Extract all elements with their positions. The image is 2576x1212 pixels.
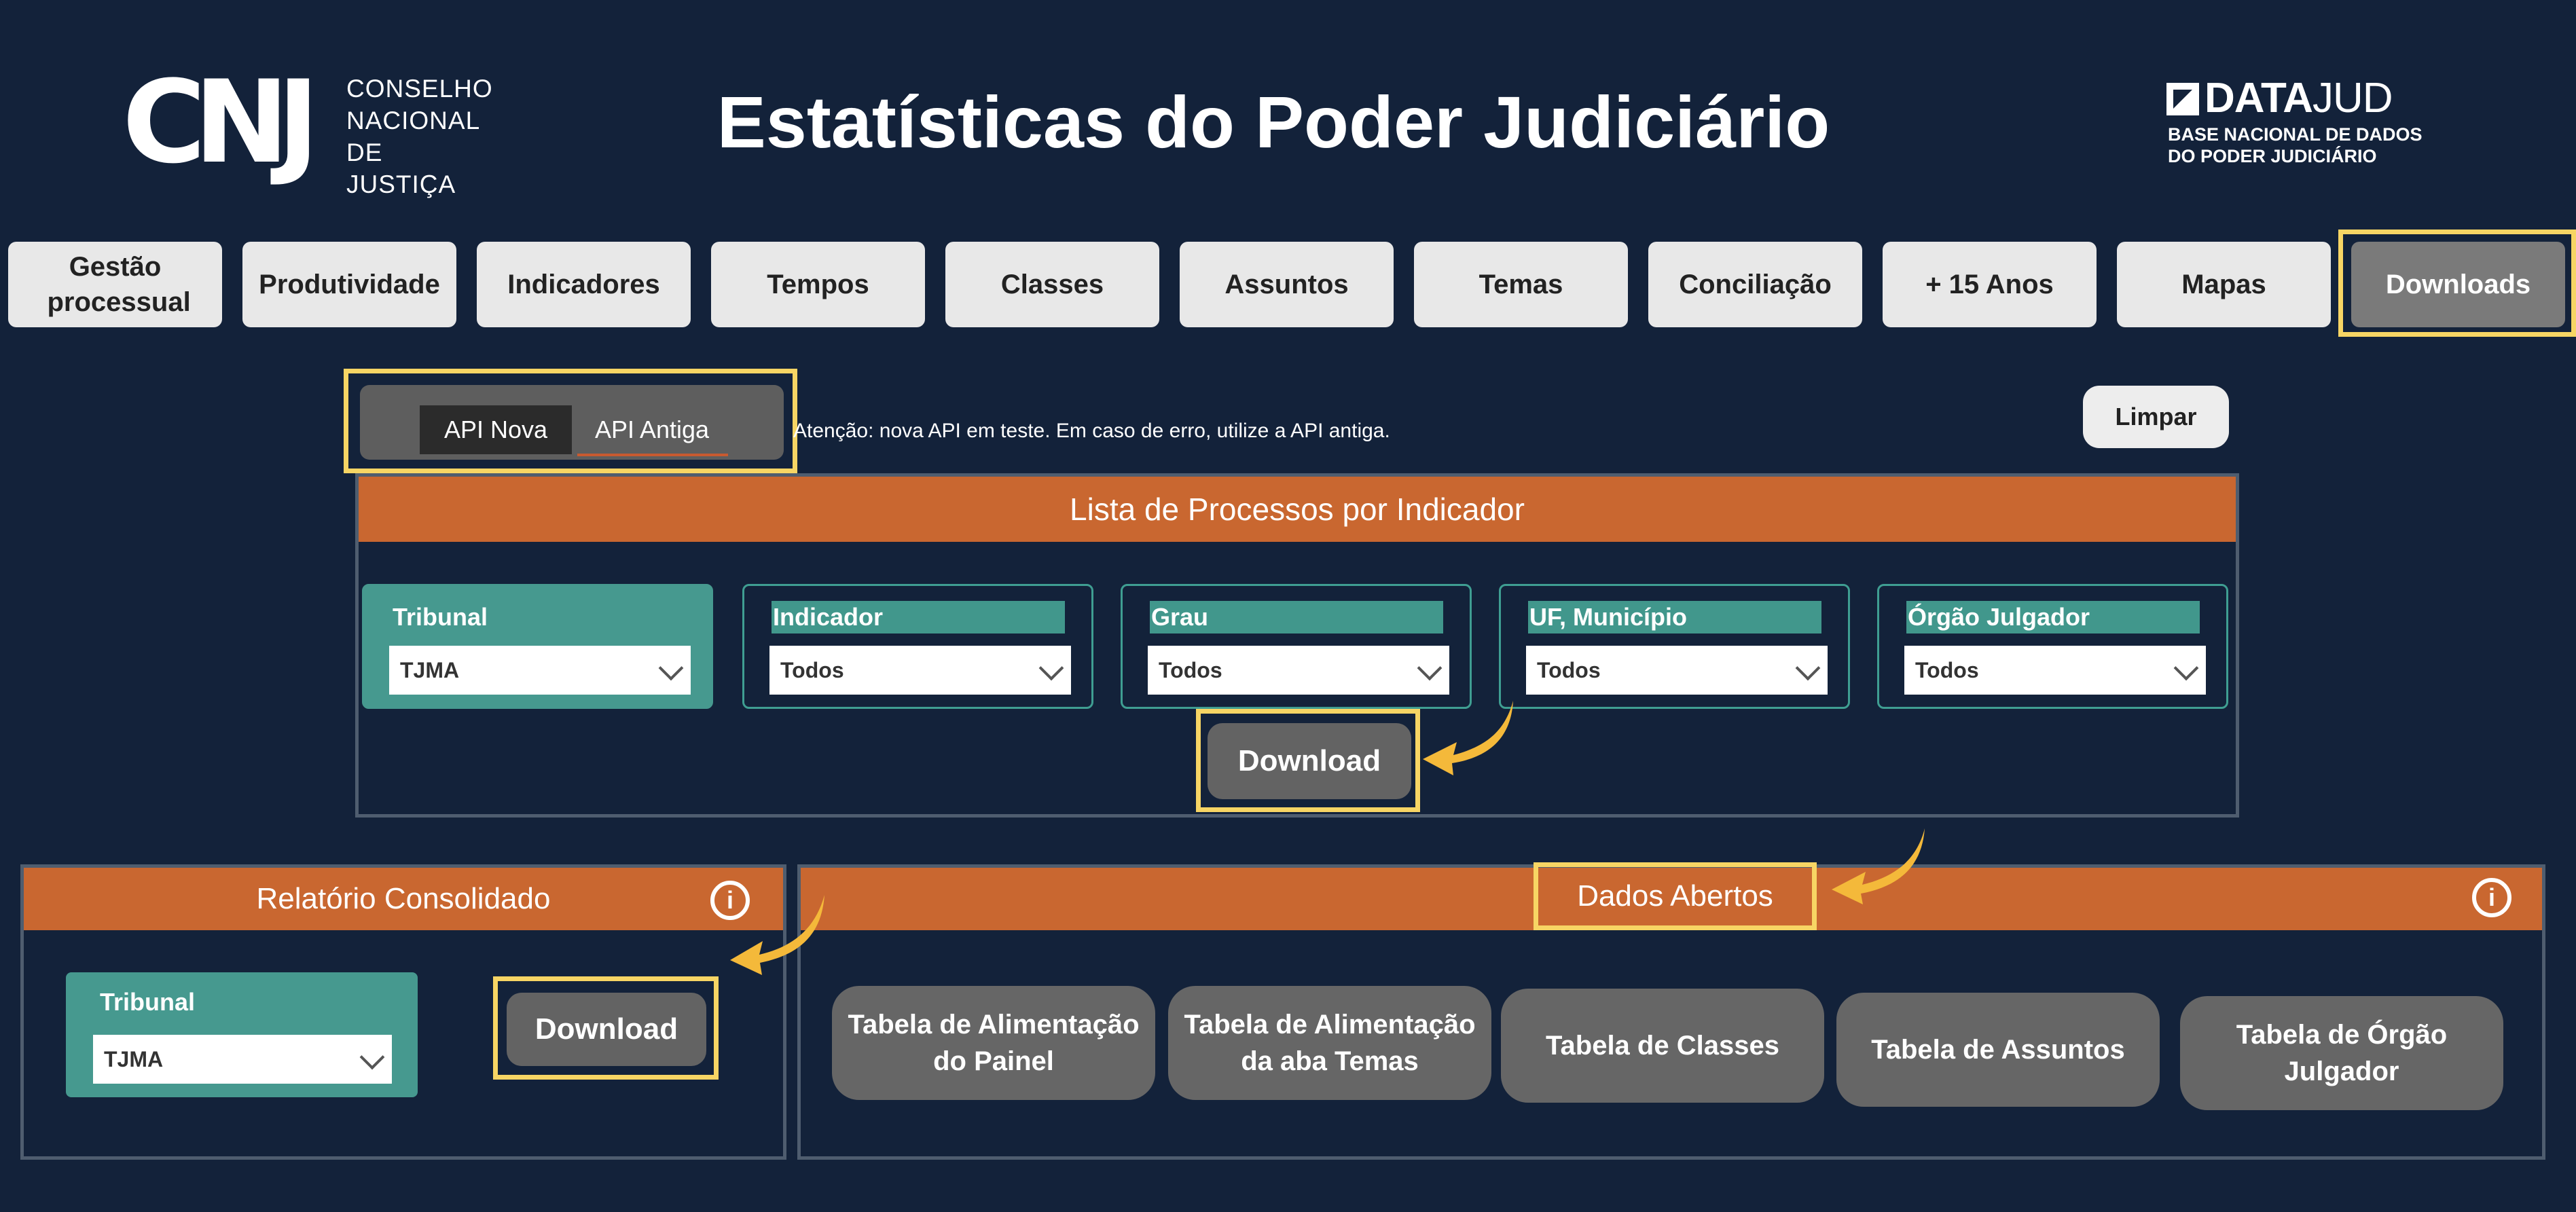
tabela-classes-button[interactable]: Tabela de Classes <box>1501 989 1824 1103</box>
cnj-logo: CNJ CONSELHO NACIONAL DE JUSTIÇA <box>122 56 492 198</box>
list-section <box>355 473 2239 818</box>
download-highlight <box>493 976 719 1080</box>
datajud-mark-icon <box>2166 83 2199 115</box>
button-label-line: Tabela de Órgão <box>2236 1020 2448 1050</box>
list-section-title: Lista de Processos por Indicador <box>359 477 2236 542</box>
filter-label: Grau <box>1150 601 1443 633</box>
open-data-title: Dados Abertos <box>1534 862 1817 930</box>
indicador-filter: Indicador Todos <box>742 584 1093 709</box>
button-label-line: do Painel <box>933 1046 1054 1076</box>
tabela-alimentacao-temas-button[interactable]: Tabela de Alimentação da aba Temas <box>1168 986 1491 1100</box>
tab-gestao-processual[interactable]: Gestão processual <box>8 242 222 327</box>
uf-municipio-filter: UF, Município Todos <box>1499 584 1850 709</box>
tab-produtividade[interactable]: Produtividade <box>242 242 456 327</box>
tab-downloads-highlight <box>2338 229 2576 337</box>
chevron-down-icon <box>1417 655 1443 681</box>
tab-temas[interactable]: Temas <box>1414 242 1628 327</box>
button-label-line: Julgador <box>2284 1057 2399 1086</box>
datajud-name: DATAJUD <box>2205 75 2393 122</box>
report-download-button[interactable]: Download <box>507 993 706 1066</box>
uf-municipio-select[interactable]: Todos <box>1526 646 1828 695</box>
button-label-line: Tabela de Classes <box>1546 1031 1779 1061</box>
api-antiga-option[interactable]: API Antiga <box>594 416 710 443</box>
tab-classes[interactable]: Classes <box>945 242 1159 327</box>
tribunal-select[interactable]: TJMA <box>389 646 691 695</box>
page-title: Estatísticas do Poder Judiciário <box>716 81 1830 163</box>
button-label-line: Tabela de Assuntos <box>1871 1035 2125 1065</box>
cnj-logo-letters: CNJ <box>122 56 319 189</box>
indicador-select[interactable]: Todos <box>769 646 1071 695</box>
button-label-line: da aba Temas <box>1241 1046 1419 1076</box>
tab-mapas[interactable]: Mapas <box>2117 242 2331 327</box>
filter-label: Indicador <box>772 601 1065 633</box>
datajud-sub-line: BASE NACIONAL DE DADOS <box>2168 124 2423 145</box>
tabela-alimentacao-painel-button[interactable]: Tabela de Alimentação do Painel <box>832 986 1155 1100</box>
open-data-header <box>801 868 2542 930</box>
chevron-down-icon <box>359 1044 385 1070</box>
info-icon[interactable]: i <box>2472 878 2511 917</box>
filter-label: UF, Município <box>1528 601 1821 633</box>
tabela-assuntos-button[interactable]: Tabela de Assuntos <box>1836 993 2160 1107</box>
chevron-down-icon <box>658 655 684 681</box>
chevron-down-icon <box>1795 655 1821 681</box>
filter-label: Órgão Julgador <box>1906 601 2200 633</box>
org-name-line: DE JUSTIÇA <box>346 139 456 198</box>
tab-tempos[interactable]: Tempos <box>711 242 925 327</box>
tribunal-filter: Tribunal TJMA <box>362 584 713 709</box>
button-label-line: Tabela de Alimentação <box>1184 1010 1476 1040</box>
grau-select[interactable]: Todos <box>1148 646 1449 695</box>
button-label-line: Tabela de Alimentação <box>848 1010 1140 1040</box>
api-nova-option[interactable]: API Nova <box>420 405 572 454</box>
report-section <box>20 864 786 1160</box>
clear-button[interactable]: Limpar <box>2083 386 2229 448</box>
filter-label: Tribunal <box>100 988 196 1016</box>
report-tribunal-select[interactable]: TJMA <box>93 1035 392 1084</box>
download-highlight <box>1196 709 1420 812</box>
tab-conciliacao[interactable]: Conciliação <box>1648 242 1862 327</box>
info-icon[interactable]: i <box>710 881 750 920</box>
cnj-org-name: CONSELHO NACIONAL DE JUSTIÇA <box>346 73 493 200</box>
datajud-subtitle: BASE NACIONAL DE DADOS DO PODER JUDICIÁR… <box>2168 124 2423 167</box>
grau-filter: Grau Todos <box>1121 584 1472 709</box>
chevron-down-icon <box>2173 655 2199 681</box>
tab-indicadores[interactable]: Indicadores <box>477 242 691 327</box>
api-warning-note: Atenção: nova API em teste. Em caso de e… <box>793 420 1390 442</box>
report-tribunal-filter: Tribunal TJMA <box>66 972 418 1097</box>
filter-label: Tribunal <box>393 603 488 631</box>
org-name-line: CONSELHO <box>346 75 493 103</box>
orgao-julgador-select[interactable]: Todos <box>1904 646 2206 695</box>
tab-assuntos[interactable]: Assuntos <box>1180 242 1394 327</box>
orgao-julgador-filter: Órgão Julgador Todos <box>1877 584 2228 709</box>
tab-downloads[interactable]: Downloads <box>2351 242 2565 327</box>
tab-15-anos[interactable]: + 15 Anos <box>1883 242 2097 327</box>
api-antiga-underline <box>577 454 728 456</box>
org-name-line: NACIONAL <box>346 107 481 134</box>
datajud-logo: DATAJUD BASE NACIONAL DE DADOS DO PODER … <box>2166 75 2452 170</box>
api-toggle-highlight <box>344 369 797 473</box>
chevron-down-icon <box>1038 655 1064 681</box>
list-download-button[interactable]: Download <box>1208 723 1411 799</box>
report-section-title: Relatório Consolidado <box>24 868 783 930</box>
datajud-sub-line: DO PODER JUDICIÁRIO <box>2168 146 2377 166</box>
